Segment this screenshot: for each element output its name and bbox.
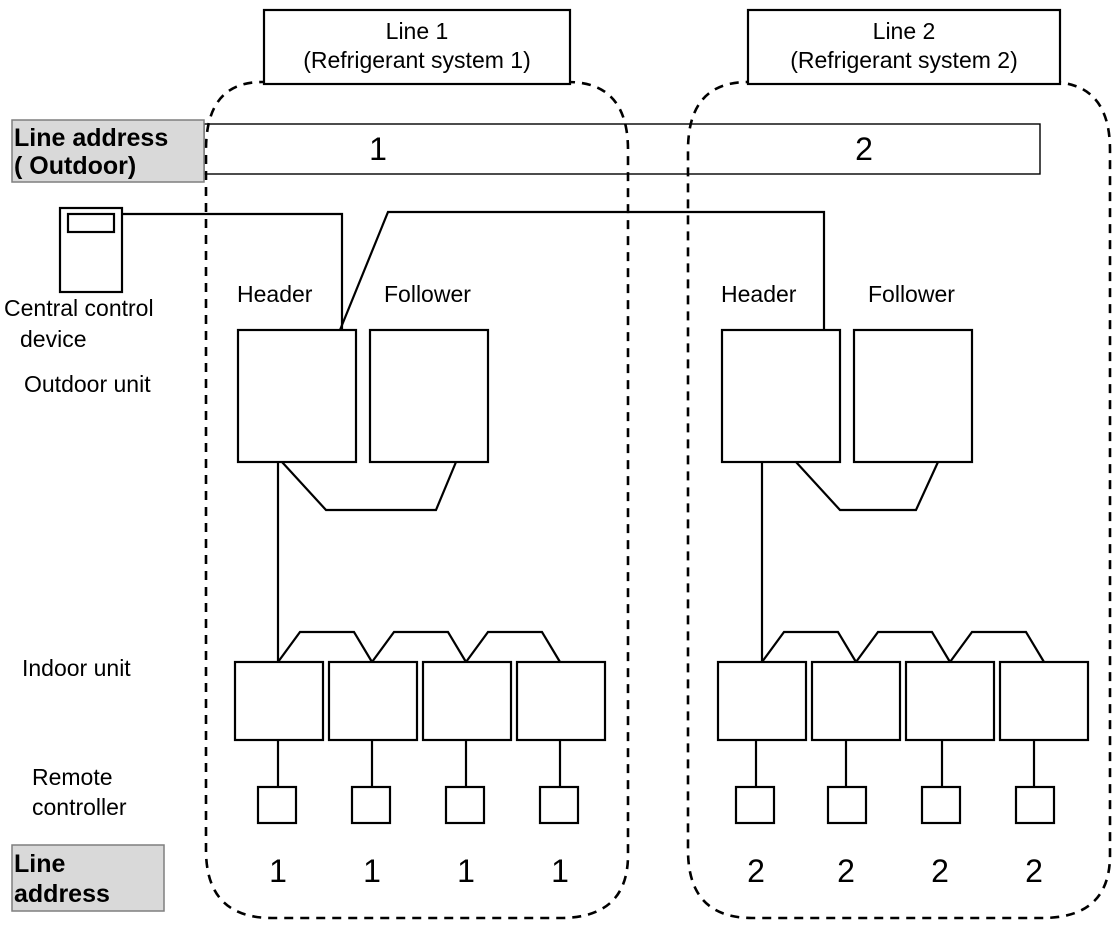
system-2-remote-controller — [734, 785, 776, 825]
line-1-system: (Refrigerant system 1) — [303, 47, 531, 73]
system-1-header-label: Header — [237, 281, 313, 307]
line-2-label-box — [746, 8, 1062, 86]
central-control-label-2: device — [20, 326, 86, 352]
system-1-indoor-address: 1 — [363, 853, 381, 889]
line-address-label-2: address — [14, 880, 110, 908]
system-1-outdoor-link — [281, 461, 458, 512]
system-2-follower-label: Follower — [868, 281, 955, 307]
system-1-indoor-link-1 — [277, 630, 373, 663]
system-1-header-outdoor-unit — [236, 328, 358, 464]
line-1-label-box — [262, 8, 572, 86]
system-2-remote-controller — [1014, 785, 1056, 825]
line-1-title: Line 1 — [386, 18, 449, 44]
system-2-indoor-address: 2 — [1025, 853, 1043, 889]
line-2-title: Line 2 — [873, 18, 936, 44]
system-1-follower-outdoor-unit — [368, 328, 490, 464]
central-link-header-2 — [338, 210, 826, 331]
system-1-indoor-address: 1 — [457, 853, 475, 889]
system-1-remote-controller — [444, 785, 486, 825]
system-1-indoor-link-2 — [371, 630, 467, 663]
central-link-header-1 — [122, 212, 344, 330]
system-2-outline — [686, 80, 1112, 920]
system-1-remote-controller — [350, 785, 392, 825]
line-2-system: (Refrigerant system 2) — [790, 47, 1018, 73]
line-address-outdoor-label-2: ( Outdoor) — [14, 152, 136, 180]
line-address-outdoor-band — [203, 123, 1041, 175]
system-2-indoor-link-3 — [949, 630, 1045, 663]
system-1-indoor-unit — [327, 660, 419, 742]
system-2-header-outdoor-unit — [720, 328, 842, 464]
system-2-indoor-address: 2 — [837, 853, 855, 889]
system-1-remote-controller — [538, 785, 580, 825]
outdoor-address-2: 2 — [855, 131, 873, 167]
system-1-outline — [204, 80, 630, 920]
system-2-indoor-link-1 — [761, 630, 857, 663]
system-2-outdoor-link — [795, 461, 939, 512]
system-2-indoor-unit — [998, 660, 1090, 742]
remote-controller-label-2: controller — [32, 794, 127, 820]
system-2-indoor-unit — [904, 660, 996, 742]
system-2-indoor-unit — [716, 660, 808, 742]
outdoor-unit-label: Outdoor unit — [24, 371, 151, 397]
line-address-outdoor-label-1: Line address — [14, 124, 168, 152]
outdoor-address-1: 1 — [369, 131, 387, 167]
system-1-remote-controller — [256, 785, 298, 825]
system-1-follower-label: Follower — [384, 281, 471, 307]
system-1-indoor-address: 1 — [551, 853, 569, 889]
system-2-remote-controller — [920, 785, 962, 825]
system-1-indoor-link-3 — [465, 630, 561, 663]
system-1-indoor-address: 1 — [269, 853, 287, 889]
system-1-indoor-unit — [515, 660, 607, 742]
line-address-label-1: Line — [14, 850, 65, 878]
system-2-indoor-unit — [810, 660, 902, 742]
remote-controller-label-1: Remote — [32, 764, 113, 790]
line-address-outdoor-label-bg — [11, 119, 205, 183]
system-2-follower-outdoor-unit — [852, 328, 974, 464]
system-2-indoor-address: 2 — [931, 853, 949, 889]
indoor-unit-label: Indoor unit — [22, 655, 131, 681]
system-2-indoor-address: 2 — [747, 853, 765, 889]
central-control-screen — [66, 212, 116, 234]
system-2-remote-controller — [826, 785, 868, 825]
system-1-indoor-unit — [233, 660, 325, 742]
line-address-label-bg — [11, 844, 165, 912]
central-control-label-1: Central control — [4, 295, 154, 321]
system-1-indoor-unit — [421, 660, 513, 742]
system-2-indoor-link-2 — [855, 630, 951, 663]
system-2-header-label: Header — [721, 281, 797, 307]
